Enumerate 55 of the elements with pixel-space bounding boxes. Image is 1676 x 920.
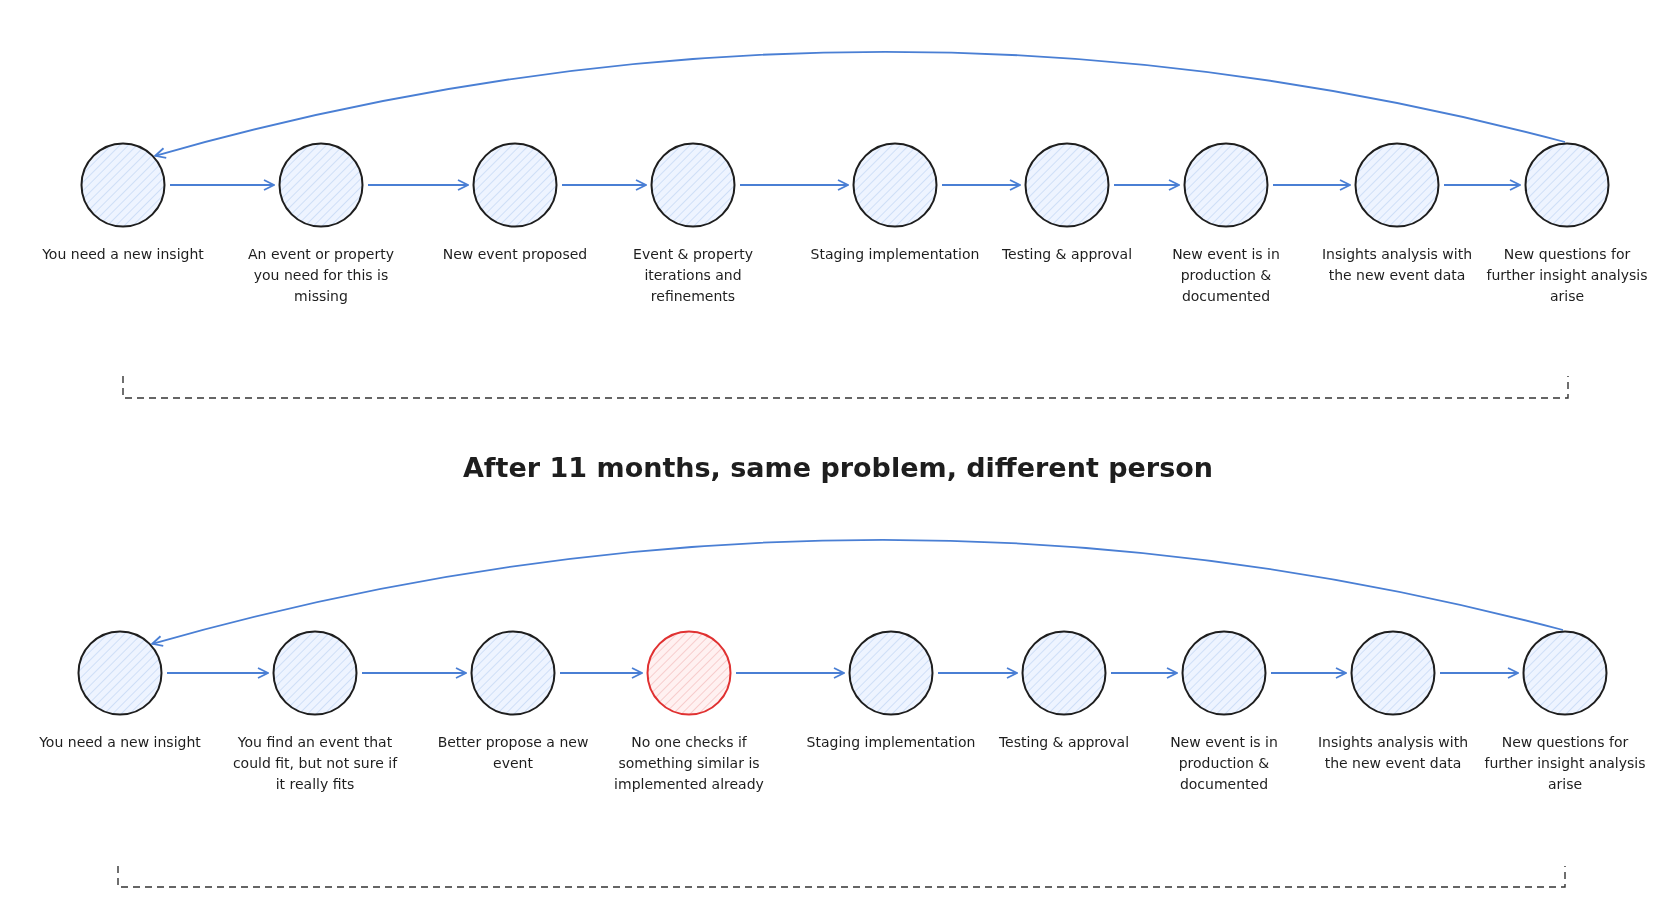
arrow (169, 179, 275, 191)
step-circle (80, 142, 166, 228)
step-label: Staging implementation (809, 245, 981, 264)
arrow (166, 667, 269, 679)
arrow (735, 667, 845, 679)
section-heading: After 11 months, same problem, different person (462, 452, 1213, 483)
step-circle (848, 630, 934, 716)
step-circle (852, 142, 938, 228)
arrow (1272, 179, 1351, 191)
step-label: Insights analysis with the new event data (1321, 245, 1473, 285)
step-circle (472, 142, 558, 228)
arrow (559, 667, 643, 679)
step-circle (650, 142, 736, 228)
step-label: Testing & approval (997, 733, 1131, 752)
step-label: You find an event that could fit, but not sure if it really fits (231, 733, 399, 794)
arrow (1439, 667, 1519, 679)
step-label: New questions for further insight analysis arise (1483, 733, 1647, 794)
arrow (1110, 667, 1178, 679)
arrow (361, 667, 467, 679)
step-circle (272, 630, 358, 716)
arrow (151, 539, 1564, 647)
arrow (941, 179, 1021, 191)
step-circle (278, 142, 364, 228)
step-label: Insights analysis with the new event data (1317, 733, 1469, 773)
step-label: Staging implementation (805, 733, 977, 752)
step-label: An event or property you need for this is missing (247, 245, 395, 306)
step-circle (1021, 630, 1107, 716)
step-circle (77, 630, 163, 716)
step-label: Better propose a new event (436, 733, 590, 773)
arrow (1443, 179, 1521, 191)
step-label: Testing & approval (1000, 245, 1134, 264)
arrow (1270, 667, 1347, 679)
step-label: You need a new insight (38, 733, 202, 752)
arrow (739, 179, 849, 191)
arrow (154, 51, 1566, 159)
arrow (561, 179, 647, 191)
step-label: No one checks if something similar is implemented already (613, 733, 765, 794)
step-circle (1181, 630, 1267, 716)
step-circle (646, 630, 732, 716)
step-label: New event proposed (441, 245, 589, 264)
arrow (1113, 179, 1180, 191)
step-circle (1522, 630, 1608, 716)
step-label: New event is in production & documented (1169, 733, 1279, 794)
step-circle (470, 630, 556, 716)
step-circle (1024, 142, 1110, 228)
arrow (937, 667, 1018, 679)
step-label: Event & property iterations and refinements (632, 245, 754, 306)
arrow (367, 179, 469, 191)
step-label: New event is in production & documented (1171, 245, 1281, 306)
step-circle (1524, 142, 1610, 228)
step-circle (1354, 142, 1440, 228)
step-label: New questions for further insight analysis arise (1485, 245, 1649, 306)
step-circle (1350, 630, 1436, 716)
step-label: You need a new insight (41, 245, 205, 264)
step-circle (1183, 142, 1269, 228)
